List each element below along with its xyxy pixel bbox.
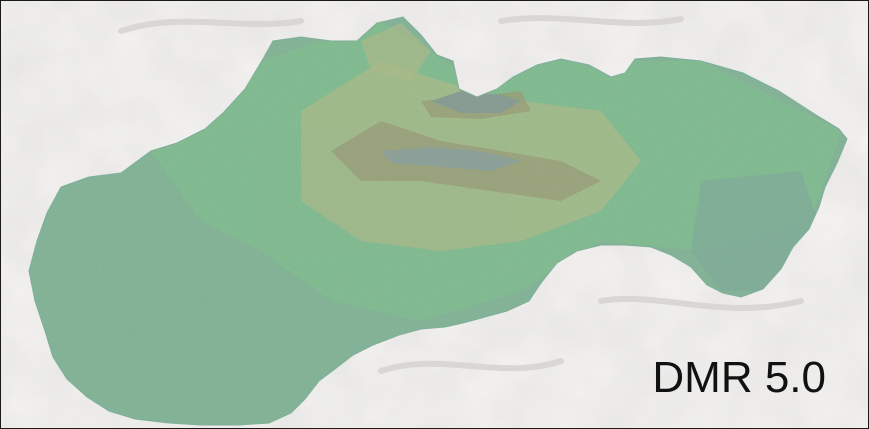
map-label: DMR 5.0 xyxy=(652,353,826,402)
